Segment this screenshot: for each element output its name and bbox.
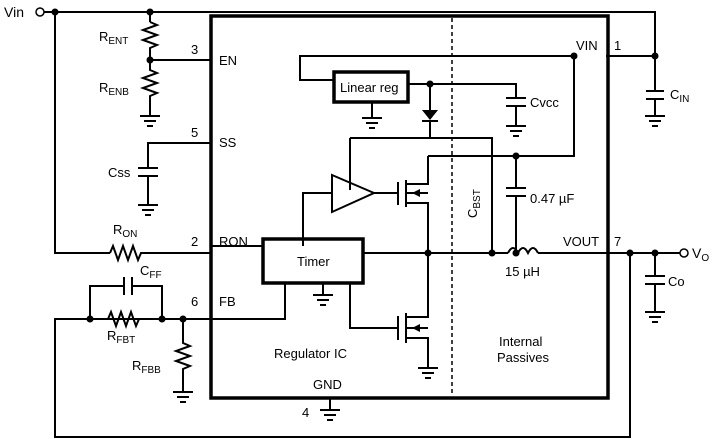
- timer-block: [261, 237, 365, 285]
- css-label: Css: [108, 165, 131, 180]
- pin-number-7: 7: [614, 234, 621, 249]
- c-in-label: CIN: [670, 87, 689, 105]
- inductor-value: 15 µH: [505, 264, 540, 279]
- pin-number-6: 6: [191, 294, 198, 309]
- pin-label-en: EN: [219, 53, 237, 68]
- c-in-capacitor: [645, 70, 665, 127]
- linear-reg-label: Linear reg: [340, 80, 399, 95]
- pin-label-vout: VOUT: [563, 234, 599, 249]
- pin-label-vin: VIN: [576, 38, 598, 53]
- regulator-ic-outline: [209, 14, 610, 400]
- r-fbt-resistor: [107, 309, 140, 329]
- high-side-mosfet: [397, 156, 429, 253]
- c-bst-label: CBST: [465, 189, 483, 218]
- pin-label-ss: SS: [219, 135, 237, 150]
- r-enb-resistor: [140, 60, 160, 116]
- r-fbb-label: RFBB: [132, 358, 161, 376]
- c-ff-capacitor: [123, 277, 133, 295]
- pin-number-3: 3: [191, 42, 198, 57]
- internal-passives-label-line1: Internal: [499, 334, 542, 349]
- co-label: Co: [668, 274, 685, 289]
- r-on-label: RON: [113, 222, 137, 240]
- vin-rail: [44, 11, 656, 70]
- pin-label-gnd: GND: [313, 377, 342, 392]
- c-ff-label: CFF: [140, 263, 162, 281]
- pin-number-2: 2: [191, 234, 198, 249]
- r-fbb-resistor: [173, 319, 193, 392]
- r-ent-resistor: [140, 21, 160, 60]
- co-capacitor: [645, 253, 665, 323]
- output-inductor: [507, 247, 539, 256]
- pin-number-4: 4: [302, 405, 309, 420]
- css-capacitor: [138, 167, 158, 216]
- r-enb-label: RENB: [99, 80, 129, 98]
- vo-label: VO: [692, 245, 709, 264]
- vo-terminal: VO: [679, 245, 709, 264]
- low-side-mosfet: [397, 253, 429, 368]
- internal-passives-label-line2: Passives: [497, 350, 550, 365]
- pin-label-fb: FB: [219, 294, 236, 309]
- regulator-ic-label: Regulator IC: [274, 346, 347, 361]
- vin-label: Vin: [4, 4, 24, 20]
- c-bst-value: 0.47 µF: [530, 191, 574, 206]
- cvcc-capacitor: [506, 97, 526, 137]
- r-fbt-label: RFBT: [107, 328, 135, 346]
- timer-label: Timer: [297, 254, 330, 269]
- pin-number-5: 5: [191, 125, 198, 140]
- gate-driver-amplifier: [331, 173, 377, 214]
- r-on-resistor: [109, 243, 211, 263]
- vin-terminal: Vin: [4, 4, 45, 20]
- cvcc-label: Cvcc: [530, 95, 559, 110]
- bootstrap-diode: [422, 84, 438, 138]
- r-ent-label: RENT: [99, 29, 128, 47]
- pin-number-1: 1: [614, 38, 621, 53]
- c-bst-capacitor: [506, 156, 526, 253]
